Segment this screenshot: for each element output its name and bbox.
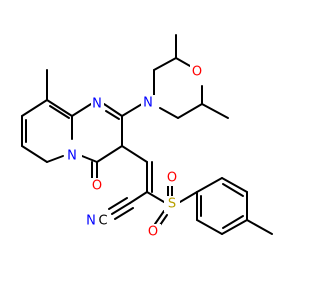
- bond: [153, 57, 177, 71]
- bond: [177, 103, 203, 119]
- bond: [81, 155, 98, 163]
- bond: [129, 191, 148, 204]
- bond: [222, 215, 244, 229]
- atom-label-bg: [90, 178, 106, 194]
- bond: [222, 183, 244, 197]
- bond: [159, 107, 179, 119]
- bond: [175, 57, 191, 67]
- bond: [221, 177, 248, 193]
- atom-label-n2: N: [67, 149, 77, 164]
- bond: [121, 103, 143, 117]
- bond: [103, 103, 123, 117]
- atom-label-n1: N: [92, 97, 102, 112]
- bond: [46, 99, 73, 117]
- bond: [121, 145, 148, 163]
- bond: [21, 99, 48, 117]
- atom-label-bg: [86, 213, 104, 229]
- atom-label-bg: [145, 224, 161, 240]
- atom-label-s1: S: [168, 197, 176, 212]
- bond: [246, 219, 273, 235]
- atom-label-o3: O: [167, 171, 177, 186]
- atom-label-c1: C: [98, 214, 107, 229]
- atom-label-o4: O: [148, 225, 158, 240]
- bond: [49, 105, 70, 119]
- atom-label-bg: [91, 96, 104, 112]
- atom-label-layer: N N N O O S O O N C: [64, 64, 205, 240]
- atom-label-bg: [164, 196, 180, 212]
- bond: [114, 207, 134, 220]
- bond: [108, 197, 128, 210]
- bond: [154, 210, 165, 225]
- molecule-structure-diagram: N N N O O S O O N C: [21, 34, 273, 240]
- bond: [111, 202, 131, 215]
- bond: [201, 103, 229, 119]
- atom-label-n3: N: [143, 96, 153, 111]
- bond: [46, 155, 64, 163]
- atom-label-n4: N: [86, 214, 96, 229]
- bond: [196, 219, 223, 235]
- bond: [146, 191, 165, 203]
- bond: [21, 145, 48, 163]
- atom-label-bg: [64, 148, 82, 164]
- bond: [179, 191, 198, 203]
- atom-label-bg: [141, 95, 156, 111]
- atom-label-o2: O: [92, 179, 102, 194]
- bond: [96, 145, 123, 163]
- atom-label-bg: [164, 170, 180, 186]
- atom-label-bg: [190, 64, 205, 80]
- bond: [196, 177, 223, 193]
- bond: [71, 103, 92, 117]
- bond: [105, 110, 120, 120]
- bond-layer: [21, 34, 273, 235]
- atom-label-o1: O: [192, 65, 202, 80]
- bond: [221, 219, 248, 235]
